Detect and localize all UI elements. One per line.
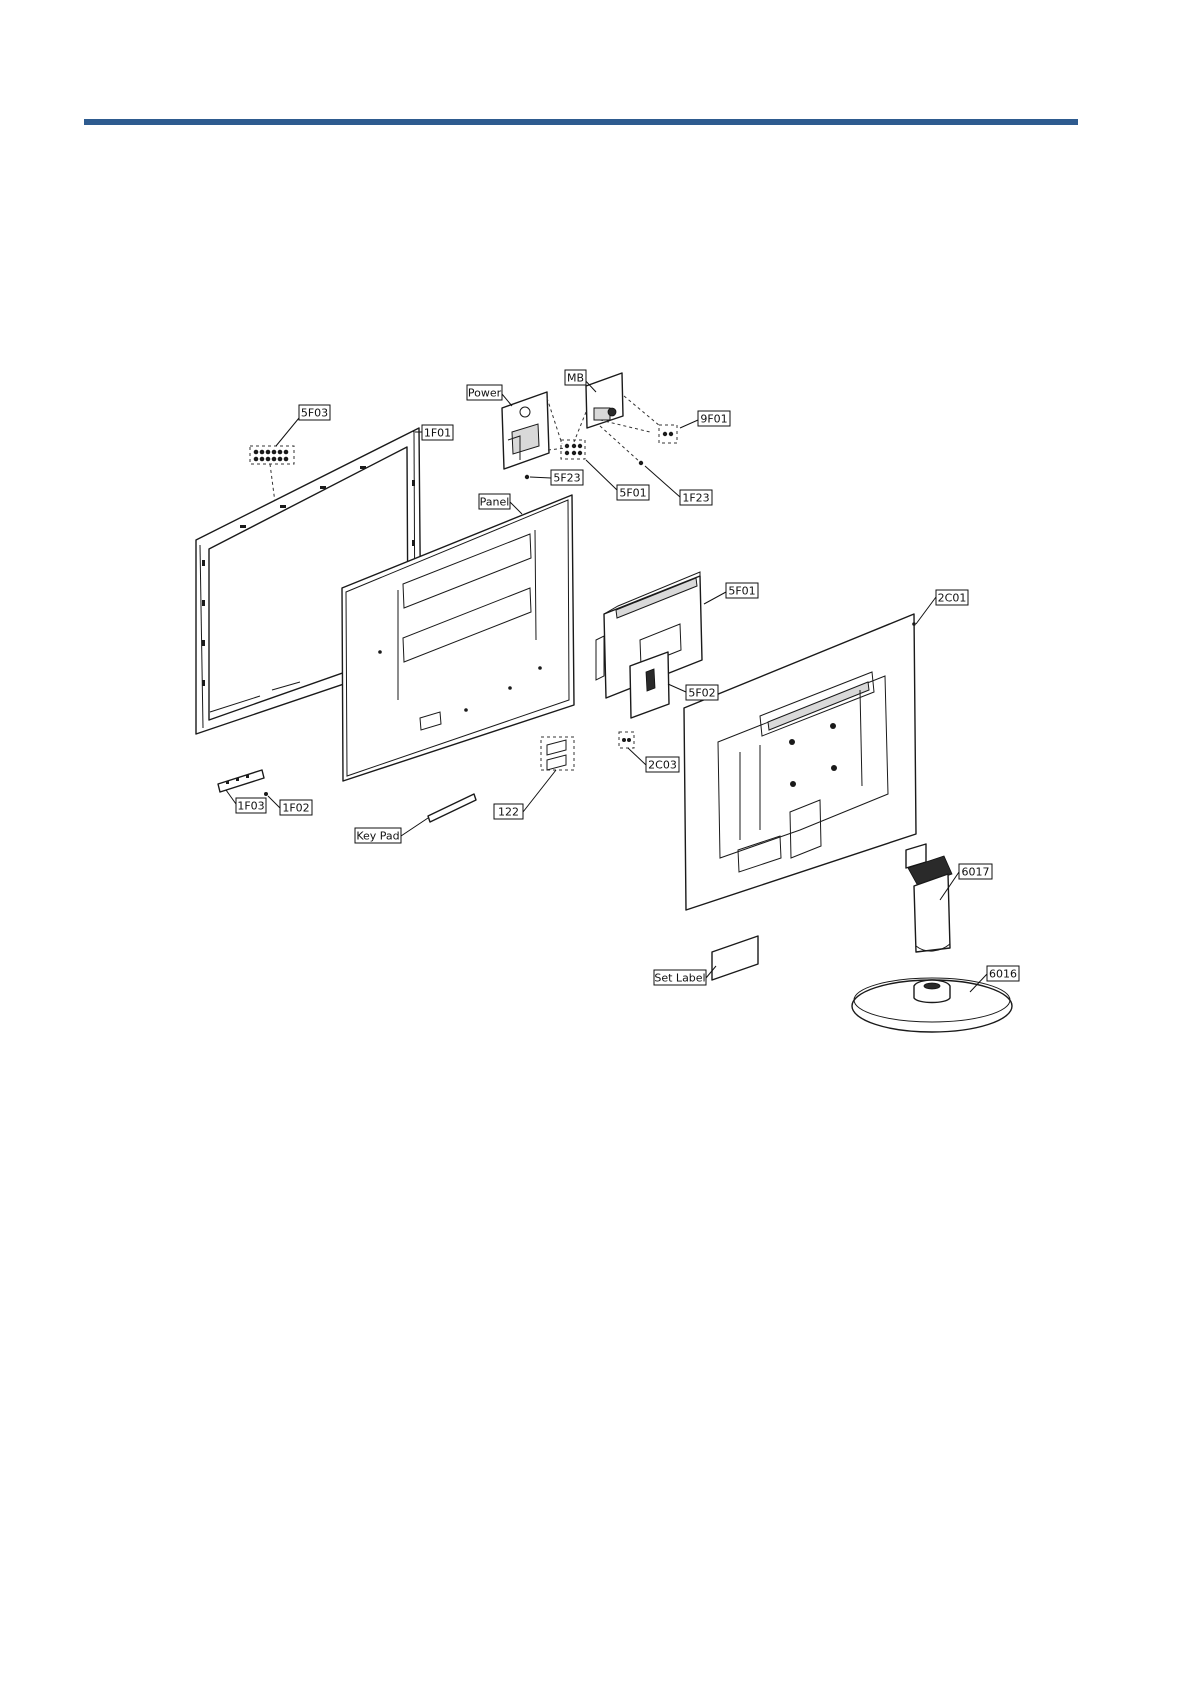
- callout-5f23: 5F23: [551, 470, 583, 485]
- callout-5f01-top-text: 5F01: [619, 487, 646, 500]
- part-mb-board: [586, 373, 623, 428]
- callout-key-pad: Key Pad: [355, 828, 401, 843]
- callout-5f01-shield-text: 5F01: [728, 585, 755, 598]
- callout-panel-text: Panel: [480, 496, 510, 509]
- callout-6016: 6016: [987, 966, 1019, 981]
- callout-5f23-text: 5F23: [553, 472, 580, 485]
- part-122-labels: [541, 737, 574, 770]
- callout-5f02: 5F02: [686, 685, 718, 700]
- callout-1f02: 1F02: [280, 800, 312, 815]
- callout-2c03: 2C03: [646, 757, 679, 772]
- callout-panel: Panel: [479, 494, 510, 509]
- callout-2c03-text: 2C03: [648, 759, 677, 772]
- callout-key-pad-text: Key Pad: [356, 830, 399, 843]
- callout-2c01-text: 2C01: [938, 592, 967, 605]
- part-6017-stand-neck: [906, 844, 952, 952]
- part-2c03-screws: [619, 732, 634, 748]
- callout-1f03: 1F03: [236, 798, 266, 813]
- callout-mb: MB: [565, 370, 586, 385]
- part-2c01-rear-cover: [684, 614, 916, 910]
- part-6016-stand-base: [852, 978, 1012, 1032]
- callout-5f01-top: 5F01: [617, 485, 649, 500]
- callout-6017: 6017: [959, 864, 992, 879]
- callout-1f02-text: 1F02: [282, 802, 309, 815]
- part-1f03-bracket: [218, 770, 264, 792]
- callout-5f03-text: 5F03: [301, 407, 328, 420]
- part-power-board: [502, 392, 549, 479]
- part-9f01-screws: [659, 425, 677, 443]
- part-set-label-sticker: [712, 936, 758, 980]
- callout-set-label-text: Set Label: [654, 972, 705, 985]
- callout-6016-text: 6016: [989, 968, 1017, 981]
- callout-1f03-text: 1F03: [237, 800, 264, 813]
- callout-5f03: 5F03: [299, 405, 330, 420]
- callout-1f01: 1F01: [422, 425, 453, 440]
- part-key-pad: [428, 794, 476, 822]
- callout-1f23-text: 1F23: [682, 492, 709, 505]
- callout-5f02-text: 5F02: [688, 687, 715, 700]
- callout-5f01-shield: 5F01: [726, 583, 758, 598]
- callout-2c01: 2C01: [936, 590, 968, 605]
- callout-power: Power: [467, 385, 502, 400]
- callout-122-text: 122: [498, 806, 519, 819]
- callout-power-text: Power: [468, 387, 502, 400]
- part-1f23-screw: [639, 461, 643, 465]
- callout-1f23: 1F23: [680, 490, 712, 505]
- callout-122: 122: [494, 804, 523, 819]
- callout-9f01: 9F01: [698, 411, 730, 426]
- part-1f02-screw: [264, 792, 268, 796]
- callout-mb-text: MB: [567, 372, 584, 385]
- callout-set-label: Set Label: [654, 970, 706, 985]
- part-screws-5f01-group: [561, 440, 585, 459]
- callout-9f01-text: 9F01: [700, 413, 727, 426]
- callout-1f01-text: 1F01: [424, 427, 451, 440]
- callout-6017-text: 6017: [962, 866, 990, 879]
